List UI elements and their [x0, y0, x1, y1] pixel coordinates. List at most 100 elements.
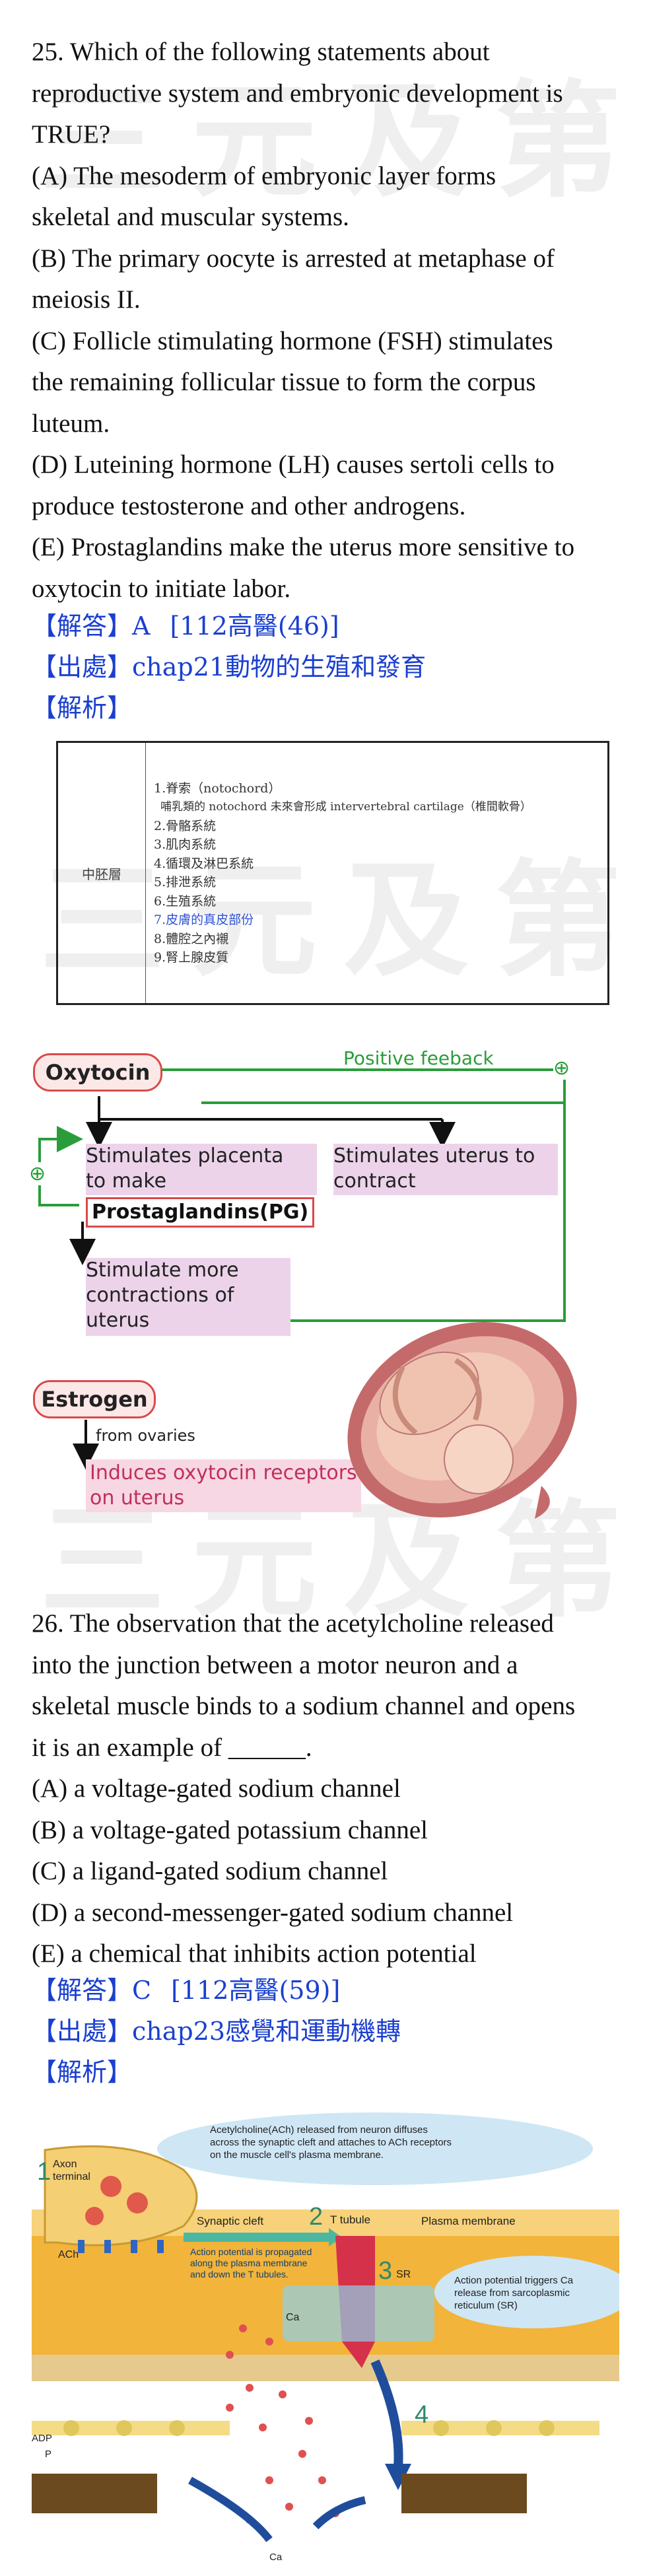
ap-line: Action potential is propagated	[190, 2246, 312, 2257]
positive-feedback-label: Positive feeback	[343, 1047, 494, 1069]
more-contractions-box: Stimulate more contractions of uterus	[86, 1258, 290, 1336]
source-line: 【出處】chap21動物的生殖和發育	[32, 650, 626, 684]
table-row: 1.脊索（notochord）	[154, 781, 281, 796]
table-row-highlighted: 7.皮膚的真皮部份	[154, 913, 254, 927]
answer-label: 【解答】	[32, 611, 133, 641]
note-line: on the muscle cell's plasma membrane.	[210, 2149, 384, 2161]
germ-layer-cell: 中胚層	[57, 742, 146, 1004]
axon-terminal-label: Axon terminal	[53, 2158, 90, 2183]
source-label: 【出處】	[32, 652, 133, 681]
ca-note-line: reticulum (SR)	[454, 2300, 518, 2311]
junction-illustration	[32, 2112, 619, 2542]
oxytocin-feedback-diagram: Oxytocin Positive feeback ⊕ ⊕ Stimulates…	[29, 1030, 614, 1519]
question-25: 25. Which of the following statements ab…	[32, 32, 626, 609]
sr-label: SR	[396, 2269, 411, 2280]
table-row: 3.肌肉系統	[154, 837, 217, 852]
induces-line-1: Induces oxytocin receptors	[90, 1461, 357, 1484]
option-a-line: (A) The mesoderm of embryonic layer form…	[32, 161, 496, 190]
more-line-1: Stimulate more	[86, 1259, 239, 1282]
phosphate-label: P	[45, 2449, 52, 2460]
plasma-membrane-label: Plasma membrane	[421, 2215, 516, 2227]
derivatives-cell: 1.脊索（notochord） 哺乳類的 notochord 未來會形成 int…	[145, 742, 609, 1004]
analysis-label: 【解析】	[32, 693, 133, 722]
placenta-line-2: to make	[86, 1169, 167, 1193]
source-value: chap23感覺和運動機轉	[132, 2017, 401, 2046]
step-1-number: 1	[37, 2158, 51, 2186]
adp-label: ADP	[32, 2433, 52, 2444]
answer-value: C	[132, 1976, 152, 2005]
option-b-line: meiosis II.	[32, 285, 141, 314]
axon-line: terminal	[53, 2171, 90, 2182]
option-c: (C) a ligand-gated sodium channel	[32, 1857, 388, 1885]
watermark: 三元及第	[40, 69, 647, 215]
question-stem-line: reproductive system and embryonic develo…	[32, 79, 563, 108]
option-c-line: the remaining follicular tissue to form …	[32, 368, 536, 396]
option-e-line: (E) Prostaglandins make the uterus more …	[32, 533, 575, 561]
more-line-2: contractions of	[86, 1284, 234, 1307]
table-row: 4.循環及淋巴系統	[154, 856, 254, 871]
plus-icon: ⊕	[553, 1057, 570, 1080]
answer-reference: [112高醫(46)]	[170, 611, 339, 641]
ap-line: and down the T tubules.	[190, 2269, 289, 2280]
step-3-number: 3	[378, 2257, 393, 2285]
oxytocin-label: Oxytocin	[33, 1053, 162, 1092]
uterus-contract-box: Stimulates uterus to contract	[333, 1144, 558, 1195]
mesoderm-table: 中胚層 1.脊索（notochord） 哺乳類的 notochord 未來會形成…	[56, 741, 609, 1005]
diagram-arrows	[38, 1057, 566, 1470]
t-tubule-label: T tubule	[330, 2213, 371, 2226]
option-d: (D) a second-messenger-gated sodium chan…	[32, 1898, 514, 1927]
option-b-line: (B) The primary oocyte is arrested at me…	[32, 244, 555, 273]
question-stem-line: 25. Which of the following statements ab…	[32, 38, 490, 66]
ach-release-note: Acetylcholine(ACh) released from neuron …	[210, 2124, 452, 2161]
option-b: (B) a voltage-gated potassium channel	[32, 1815, 428, 1844]
answer-block-26: 【解答】C [112高醫(59)] 【出處】chap23感覺和運動機轉 【解析】	[32, 1973, 626, 2089]
uterus-line-1: Stimulates uterus to	[333, 1144, 535, 1167]
ca-label: Ca	[286, 2312, 300, 2323]
question-stem-line: into the junction between a motor neuron…	[32, 1650, 518, 1679]
source-value: chap21動物的生殖和發育	[132, 652, 426, 681]
watermark: 三元及第	[40, 1488, 647, 1634]
uterus-line-2: contract	[333, 1169, 416, 1193]
table-row: 6.生殖系統	[154, 893, 217, 909]
step-4-number: 4	[415, 2401, 429, 2429]
question-stem-line: 26. The observation that the acetylcholi…	[32, 1609, 554, 1638]
answer-reference: [112高醫(59)]	[171, 1976, 341, 2005]
induces-line-2: on uterus	[90, 1486, 185, 1510]
table-row: 2.骨骼系統	[154, 818, 217, 833]
option-a-line: skeletal and muscular systems.	[32, 203, 349, 231]
option-a: (A) a voltage-gated sodium channel	[32, 1774, 401, 1803]
estrogen-label: Estrogen	[33, 1380, 156, 1418]
answer-line: 【解答】A[112高醫(46)]	[32, 609, 626, 643]
question-stem-line: it is an example of ______.	[32, 1733, 312, 1762]
action-potential-note: Action potential is propagated along the…	[190, 2246, 312, 2280]
source-line: 【出處】chap23感覺和運動機轉	[32, 2014, 626, 2048]
source-label: 【出處】	[32, 2017, 133, 2046]
note-line: across the synaptic cleft and attaches t…	[210, 2137, 452, 2148]
option-c-line: (C) Follicle stimulating hormone (FSH) s…	[32, 326, 553, 355]
placenta-box: Stimulates placenta to make	[86, 1144, 317, 1195]
question-26: 26. The observation that the acetylcholi…	[32, 1603, 626, 1975]
table-row: 9.腎上腺皮質	[154, 950, 229, 965]
option-e: (E) a chemical that inhibits action pote…	[32, 1939, 477, 1968]
note-line: Acetylcholine(ACh) released from neuron …	[210, 2124, 428, 2136]
synaptic-cleft-label: Synaptic cleft	[197, 2215, 264, 2227]
ap-line: along the plasma membrane	[190, 2258, 308, 2268]
placenta-line-1: Stimulates placenta	[86, 1144, 284, 1167]
answer-label: 【解答】	[32, 1976, 133, 2005]
ca-release-note: Action potential triggers Ca release fro…	[454, 2274, 573, 2312]
question-stem-line: TRUE?	[32, 120, 111, 149]
option-d-line: (D) Luteining hormone (LH) causes sertol…	[32, 450, 555, 479]
axon-line: Axon	[53, 2159, 77, 2170]
plus-icon: ⊕	[29, 1162, 46, 1185]
induces-receptors-box: Induces oxytocin receptors on uterus	[86, 1459, 361, 1512]
question-stem-line: skeletal muscle binds to a sodium channe…	[32, 1692, 576, 1720]
neuromuscular-junction-diagram: Acetylcholine(ACh) released from neuron …	[32, 2110, 619, 2569]
table-row: 8.體腔之內襯	[154, 931, 229, 946]
from-ovaries-label: from ovaries	[96, 1426, 195, 1445]
analysis-label: 【解析】	[32, 2058, 133, 2087]
more-line-3: uterus	[86, 1309, 150, 1332]
option-d-line: produce testosterone and other androgens…	[32, 491, 466, 520]
option-c-line: luteum.	[32, 409, 110, 438]
ca-note-line: Action potential triggers Ca	[454, 2275, 574, 2286]
table-row: 哺乳類的 notochord 未來會形成 intervertebral cart…	[160, 800, 531, 814]
